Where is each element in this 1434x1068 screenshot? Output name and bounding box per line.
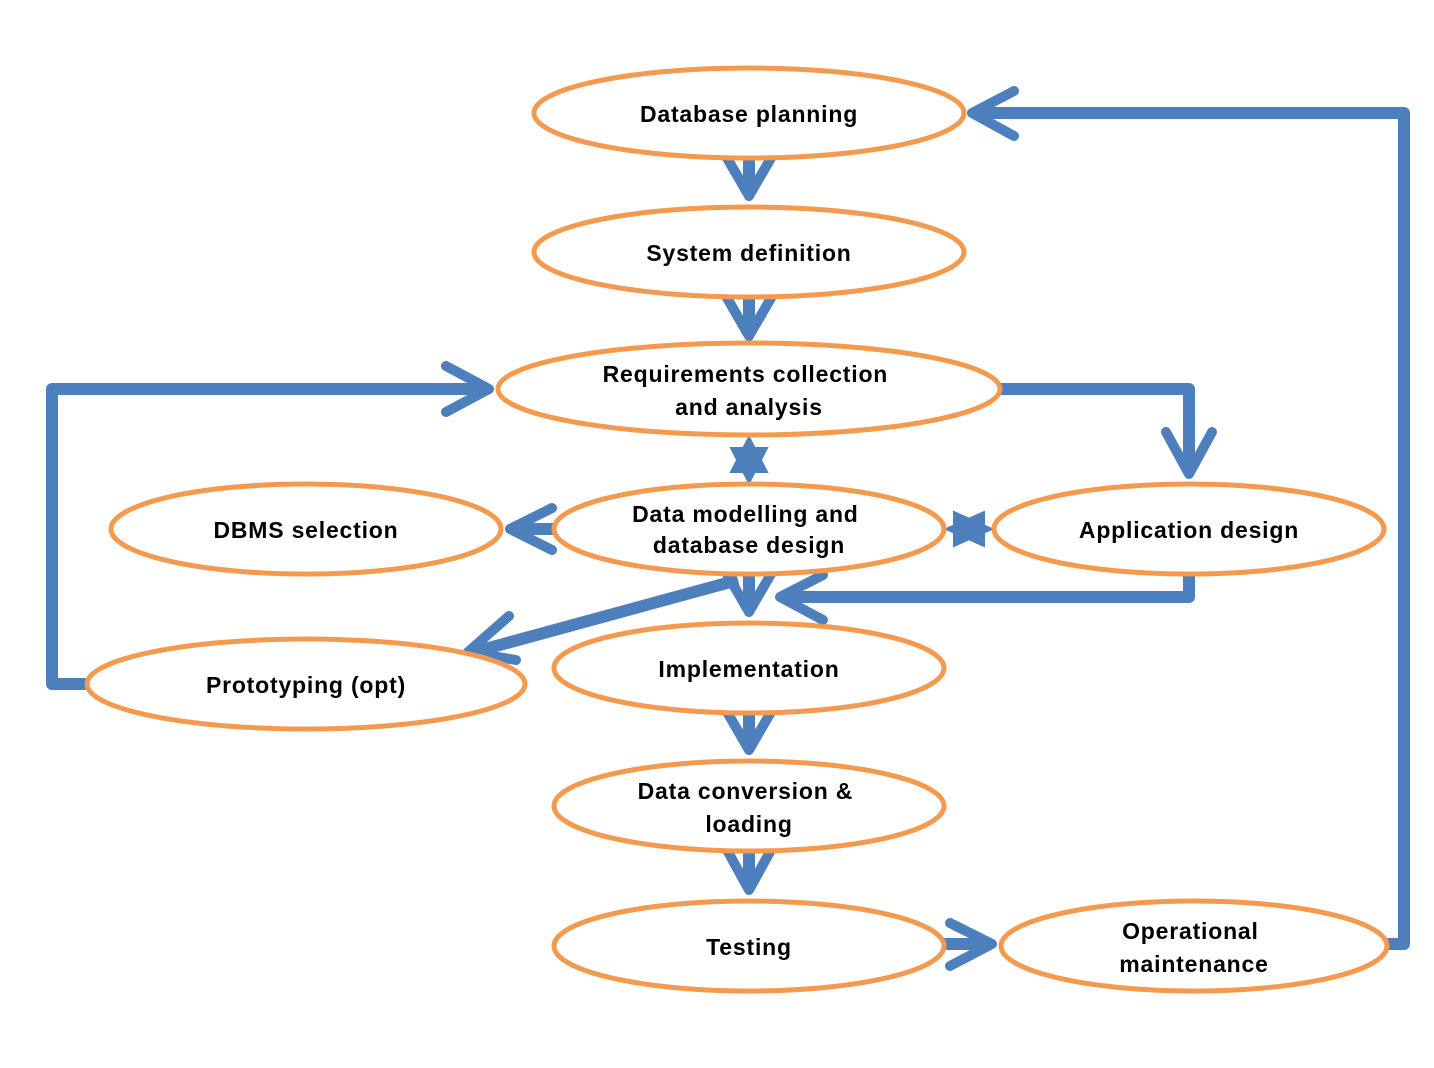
arrow-requirements-to-application-design — [1000, 383, 1217, 479]
node-data-modelling[interactable]: Data modelling and database design — [551, 481, 947, 577]
link-data-modelling-application-design — [943, 510, 995, 548]
node-operational-maintenance[interactable]: Operational maintenance — [998, 898, 1390, 994]
node-label-testing: Testing — [706, 934, 792, 960]
arrow-system-definition-to-requirements — [722, 293, 776, 341]
arrow-testing-to-operational-maintenance — [940, 918, 997, 971]
arrow-prototyping-to-requirements — [46, 361, 494, 690]
node-label-dbms-selection: DBMS selection — [213, 517, 398, 543]
arrow-planning-to-system-definition — [722, 153, 776, 201]
arrow-data-conversion-to-testing — [722, 845, 776, 895]
node-dbms-selection[interactable]: DBMS selection — [108, 481, 504, 577]
node-requirements-collection[interactable]: Requirements collection and analysis — [495, 340, 1003, 438]
node-label-data-conversion: Data conversion & loading — [638, 778, 861, 837]
node-application-design[interactable]: Application design — [991, 481, 1387, 577]
link-requirements-data-modelling — [729, 434, 769, 486]
node-label-system-definition: System definition — [646, 240, 851, 266]
node-database-planning[interactable]: Database planning — [531, 65, 967, 161]
node-label-application-design: Application design — [1079, 517, 1299, 543]
node-prototyping[interactable]: Prototyping (opt) — [84, 636, 528, 732]
connectors — [46, 86, 1410, 971]
node-label-prototyping: Prototyping (opt) — [206, 672, 406, 698]
node-label-requirements-collection: Requirements collection and analysis — [603, 361, 896, 420]
node-implementation[interactable]: Implementation — [551, 620, 947, 716]
arrow-maintenance-to-planning — [967, 86, 1410, 950]
node-label-implementation: Implementation — [658, 656, 839, 682]
arrow-implementation-to-data-conversion — [722, 707, 776, 755]
nodes: Database planning System definition Requ… — [84, 65, 1390, 994]
node-testing[interactable]: Testing — [551, 898, 947, 994]
node-label-database-planning: Database planning — [640, 101, 858, 127]
node-label-data-modelling: Data modelling and database design — [632, 501, 866, 558]
arrow-application-design-to-implementation — [775, 570, 1195, 625]
node-system-definition[interactable]: System definition — [531, 204, 967, 300]
arrow-data-modelling-to-dbms-selection — [505, 503, 557, 555]
node-label-operational-maintenance: Operational maintenance — [1119, 918, 1268, 977]
node-data-conversion[interactable]: Data conversion & loading — [551, 758, 947, 854]
